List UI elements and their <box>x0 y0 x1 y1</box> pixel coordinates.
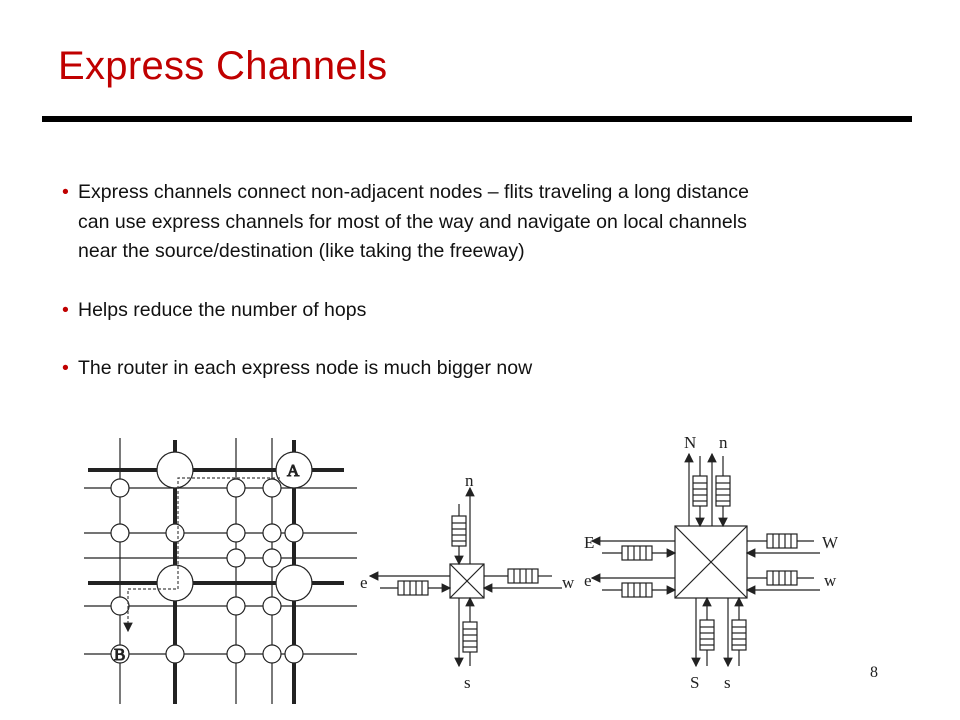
bullet-dot: • <box>62 181 69 203</box>
bullet-text: The router in each express node is much … <box>78 357 533 379</box>
bullet-item: • The router in each express node is muc… <box>62 354 922 384</box>
bullet-item: • Helps reduce the number of hops <box>62 296 922 326</box>
express-grid-diagram: A B <box>84 438 357 704</box>
node-label-a: A <box>287 461 300 480</box>
local-router-north-label: n <box>465 471 474 490</box>
local-router-west-label: w <box>562 573 575 592</box>
local-router-south-label: s <box>464 673 471 692</box>
express-router-west-express-label: W <box>822 533 839 552</box>
title-divider <box>42 116 912 122</box>
bullet-text: Helps reduce the number of hops <box>78 298 367 321</box>
express-router-south-local-label: s <box>724 673 731 692</box>
local-router-diagram <box>368 486 562 668</box>
bullet-list: • Express channels connect non-adjacent … <box>62 178 922 413</box>
bullet-dot: • <box>62 298 69 321</box>
bullet-text: Express channels connect non-adjacent no… <box>78 181 749 262</box>
express-router-diagram <box>590 452 820 668</box>
express-router-east-express-label: E <box>584 533 594 552</box>
node-b <box>110 644 130 664</box>
express-router-north-local-label: n <box>719 433 728 452</box>
express-router-east-local-label: e <box>584 571 592 590</box>
page-number: 8 <box>870 664 878 681</box>
local-router-east-label: e <box>360 573 368 592</box>
express-channel-figure: A B <box>72 426 862 704</box>
express-router-west-local-label: w <box>824 571 837 590</box>
express-router-north-express-label: N <box>684 433 696 452</box>
slide-title: Express Channels <box>58 44 388 88</box>
express-router-south-express-label: S <box>690 673 699 692</box>
bullet-item: • Express channels connect non-adjacent … <box>62 178 922 267</box>
bullet-dot: • <box>62 357 69 379</box>
node-label-b: B <box>114 645 125 664</box>
